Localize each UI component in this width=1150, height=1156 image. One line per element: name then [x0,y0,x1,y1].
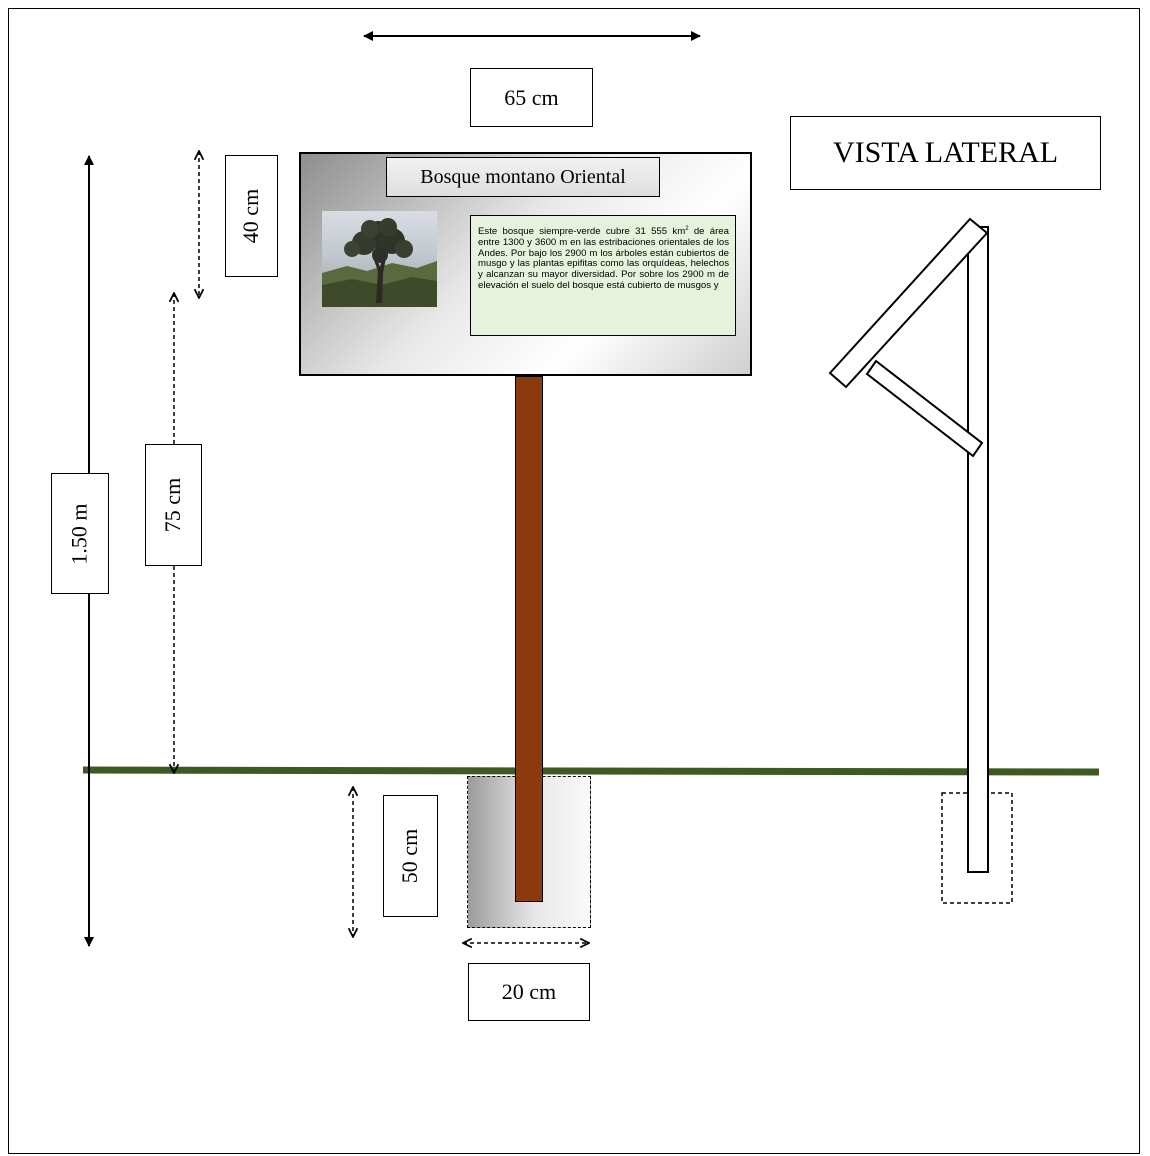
total-height-text: 1.50 m [67,502,92,565]
side-brace [865,359,984,458]
side-post [967,226,989,873]
sign-panel: Bosque montano Oriental Este bosque siem… [299,152,752,376]
top-width-label: 65 cm [470,68,593,127]
sign-text-superscript: 2 [685,226,689,232]
sign-text-part2: de área entre 1300 y 3600 m en las estri… [478,226,729,291]
ground-to-panel-text: 75 cm [160,477,186,533]
side-panel [828,217,989,389]
tree-photo [322,211,437,307]
ground-to-panel-label: 75 cm [145,444,202,566]
footing-width-label: 20 cm [468,963,590,1021]
total-height-label: 1.50 m [51,473,109,594]
panel-height-text: 40 cm [238,188,264,244]
sign-text-part1: Este bosque siempre-verde cubre 31 555 k… [478,226,686,238]
sign-description: Este bosque siempre-verde cubre 31 555 k… [470,215,736,336]
tree-photo-graphic [322,218,437,307]
ground-line [82,766,1100,776]
footing-depth-text: 50 cm [397,828,423,884]
panel-height-label: 40 cm [225,155,278,277]
view-name-label: VISTA LATERAL [790,116,1101,190]
sign-title: Bosque montano Oriental [386,157,660,197]
front-post [515,376,543,902]
footing-depth-label: 50 cm [383,795,438,917]
